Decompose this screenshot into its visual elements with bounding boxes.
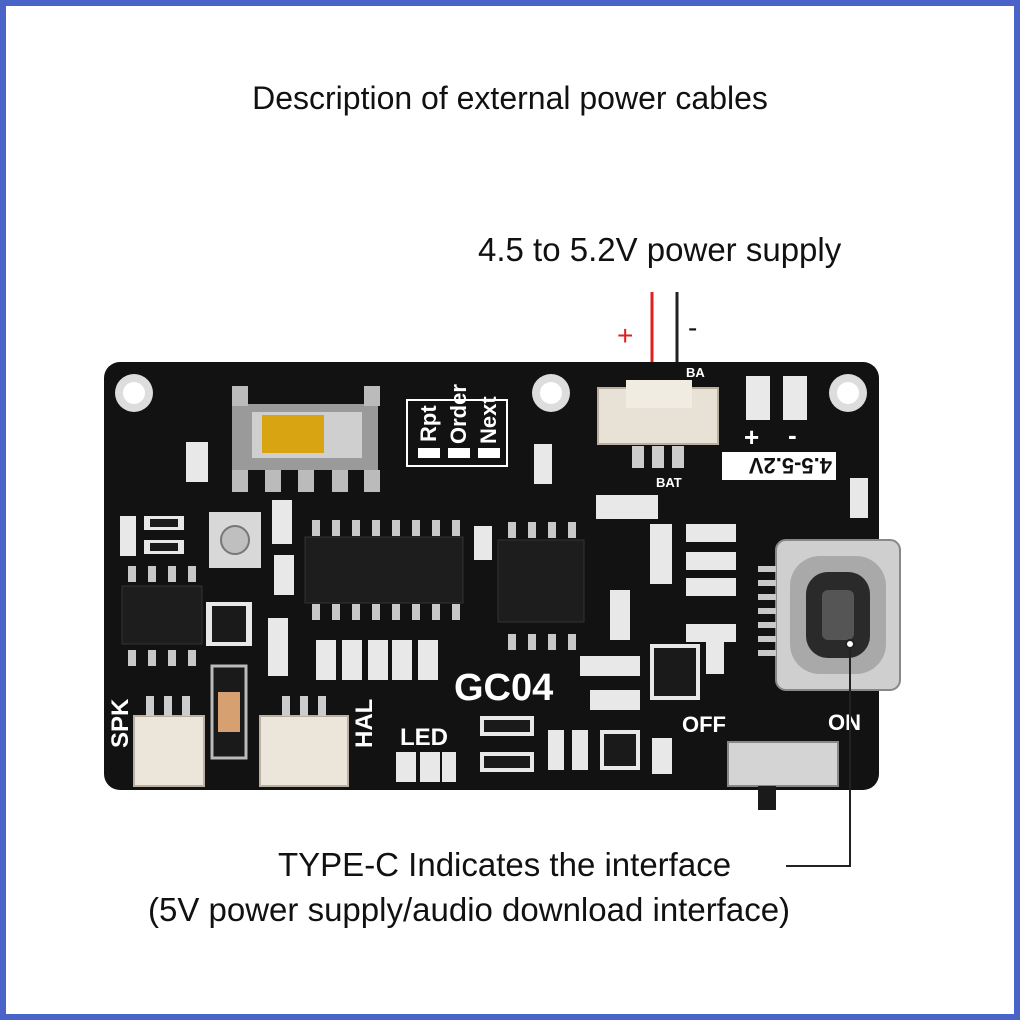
mounting-holes (115, 374, 867, 412)
battery-pads: + - 4.5-5.2V (722, 376, 836, 480)
model-label: GC04 (454, 667, 553, 709)
button-labels: Rpt Order Next (406, 384, 508, 467)
hal-label: HAL (351, 699, 378, 748)
potentiometer (209, 512, 261, 568)
pad-minus-label: - (788, 420, 797, 450)
on-label: ON (828, 710, 861, 735)
page-title: Description of external power cables (252, 80, 768, 116)
bat-top-label: BA (686, 365, 705, 380)
power-supply-label: 4.5 to 5.2V power supply (478, 231, 842, 268)
electrolytic-capacitor (210, 664, 248, 760)
plus-sign: + (617, 320, 633, 351)
smd-dark-bodies (150, 519, 696, 768)
led: LED (396, 724, 456, 782)
minus-sign: - (688, 312, 697, 343)
battery-connector: BA BAT (597, 365, 719, 490)
typec-leader-dot (845, 639, 855, 649)
order-label: Order (446, 384, 471, 444)
mode-switch (232, 386, 380, 492)
usb-c-connector (758, 539, 901, 691)
bat-bottom-label: BAT (656, 475, 682, 490)
typec-sublabel: (5V power supply/audio download interfac… (148, 891, 791, 928)
pad-plus-label: + (744, 422, 759, 452)
ic-chips (121, 520, 585, 666)
rpt-label: Rpt (416, 405, 441, 442)
led-label: LED (400, 724, 448, 751)
hal-connector: HAL (259, 696, 378, 787)
spk-connector: SPK (107, 696, 205, 787)
voltage-label: 4.5-5.2V (749, 453, 832, 478)
typec-leader-line (786, 644, 851, 867)
power-switch: OFF ON (682, 710, 861, 810)
typec-label: TYPE-C Indicates the interface (278, 846, 732, 883)
next-label: Next (476, 396, 501, 444)
off-label: OFF (682, 712, 726, 737)
spk-label: SPK (107, 698, 134, 748)
